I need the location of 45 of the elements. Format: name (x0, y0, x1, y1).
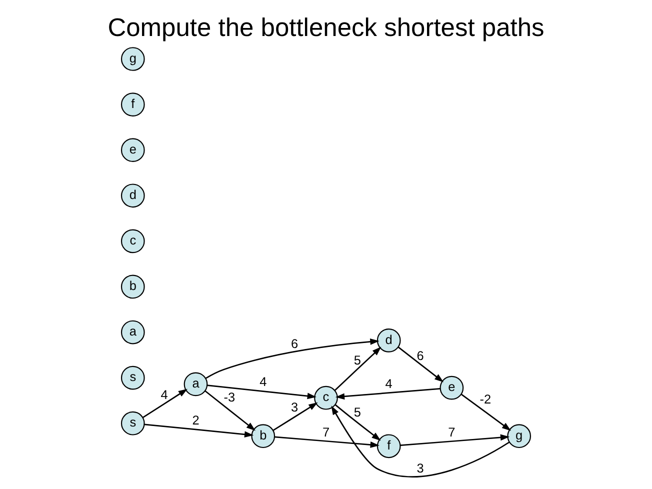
node-circle: b (251, 424, 276, 448)
node-circle: c (314, 386, 338, 410)
edge-label: 4 (385, 376, 392, 392)
node-circle: f (120, 92, 145, 116)
arrow (272, 402, 318, 432)
arrow (334, 346, 382, 391)
edge-label: 3 (416, 460, 424, 476)
node-circle: d (120, 184, 145, 208)
node-circle: c (120, 229, 145, 254)
arrow (398, 346, 444, 382)
arrow (142, 388, 188, 418)
edge-label: -2 (480, 392, 492, 406)
arrow (204, 390, 256, 431)
node-circle: a (120, 320, 145, 344)
arrow (144, 424, 254, 438)
edge-label: 4 (160, 386, 168, 402)
node-circle: e (120, 138, 145, 162)
edge-label: 4 (260, 374, 267, 390)
edge-label: 5 (354, 404, 361, 420)
node-circle: g (120, 47, 145, 71)
edge-label: 7 (322, 424, 330, 440)
node-circle: s (120, 366, 145, 390)
node-circle: e (440, 376, 464, 400)
arrow (274, 436, 380, 448)
arrow (331, 406, 510, 478)
arrow (335, 388, 440, 400)
node-circle: a (184, 372, 208, 396)
edge-label: 3 (291, 400, 298, 415)
node-circle: s (120, 411, 145, 436)
edge-label: 6 (416, 348, 424, 363)
diagram-title: Compute the bottleneck shortest paths (108, 14, 544, 42)
node-circle: g (507, 424, 532, 448)
edge-label: 2 (192, 412, 200, 428)
edge-label: 7 (448, 424, 456, 440)
node-circle: f (376, 434, 401, 458)
arrow (400, 434, 510, 446)
edge-label: 5 (354, 352, 361, 368)
edge-label: 6 (291, 336, 298, 351)
node-circle: d (376, 328, 401, 352)
edge-label: -3 (224, 390, 236, 405)
arrow (334, 404, 381, 441)
node-circle: b (120, 274, 145, 299)
arrow (207, 384, 316, 400)
arrow (205, 338, 380, 379)
arrow (460, 394, 512, 431)
